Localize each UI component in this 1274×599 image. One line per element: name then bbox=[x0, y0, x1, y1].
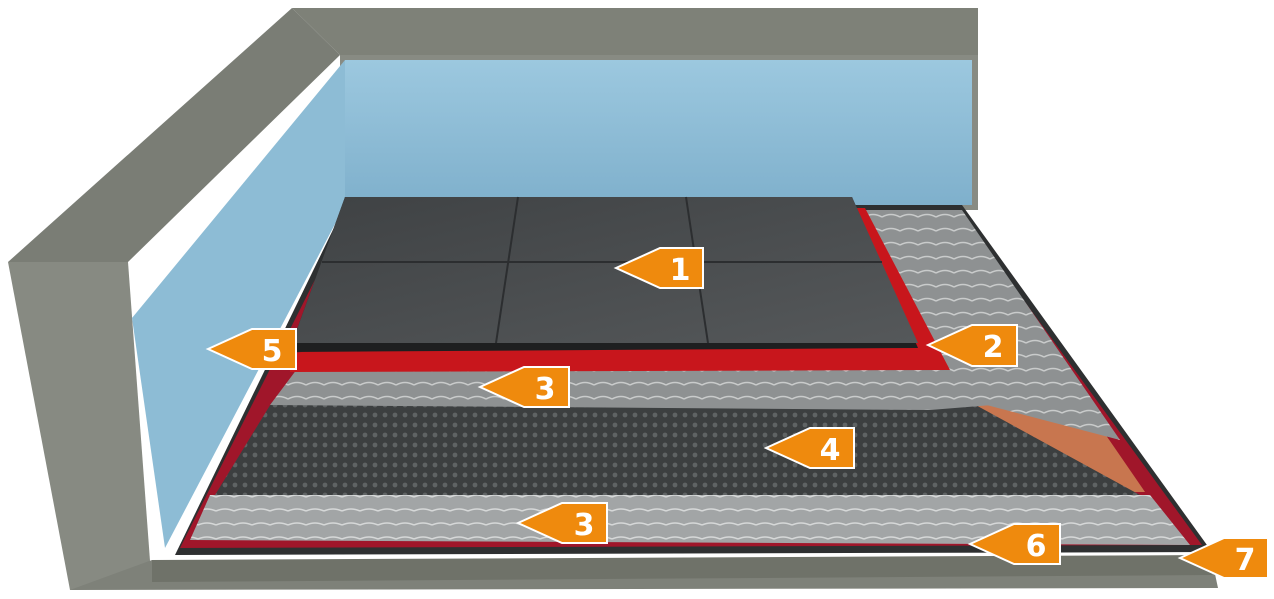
callout-number: 4 bbox=[820, 433, 841, 468]
back-insulation bbox=[345, 60, 972, 205]
callout-number: 3 bbox=[535, 372, 556, 407]
tile-surface bbox=[292, 197, 918, 343]
back-wall-top bbox=[292, 8, 978, 55]
callout-number: 2 bbox=[983, 330, 1004, 365]
side-wall-front bbox=[8, 262, 152, 590]
callout-number: 1 bbox=[670, 253, 691, 288]
callout-number: 7 bbox=[1235, 543, 1256, 578]
callout-number: 3 bbox=[574, 508, 595, 543]
callout-number: 6 bbox=[1026, 529, 1047, 564]
callout-number: 5 bbox=[262, 334, 283, 369]
